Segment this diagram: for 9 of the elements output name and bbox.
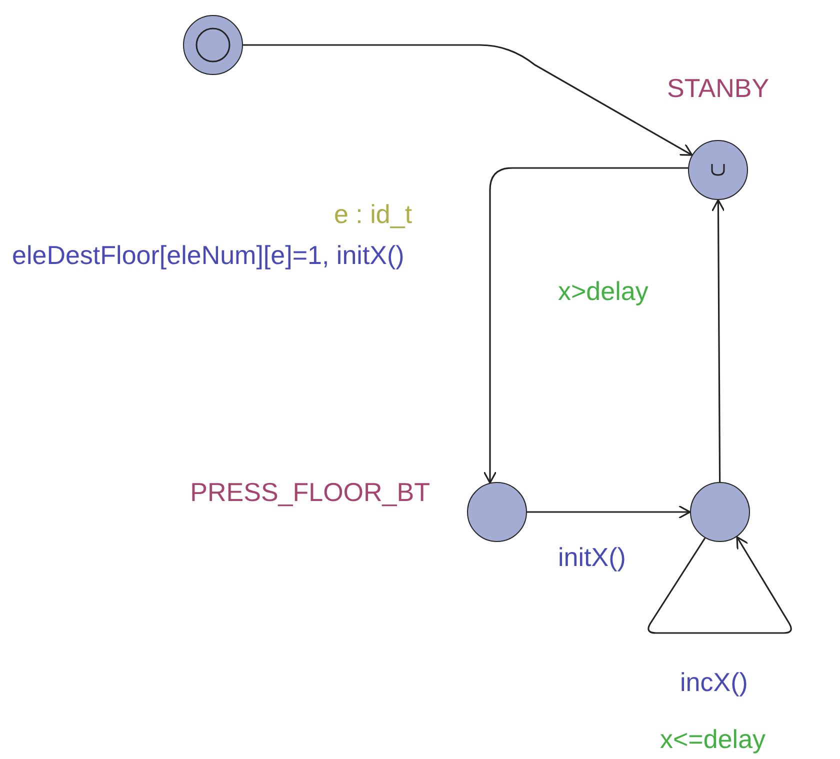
transition-arrow: [711, 199, 726, 482]
transition-arrow: [483, 167, 688, 484]
self-loop-arrow: [648, 536, 792, 634]
invariant-label: x<=delay: [660, 724, 766, 755]
location-name: PRESS_FLOOR_BT: [190, 477, 430, 508]
update-label: eleDestFloor[eleNum][e]=1, initX(): [12, 240, 406, 271]
location-name: STANBY: [667, 73, 770, 104]
transition-arrow: [243, 44, 693, 156]
transition-arrow: [527, 505, 691, 519]
